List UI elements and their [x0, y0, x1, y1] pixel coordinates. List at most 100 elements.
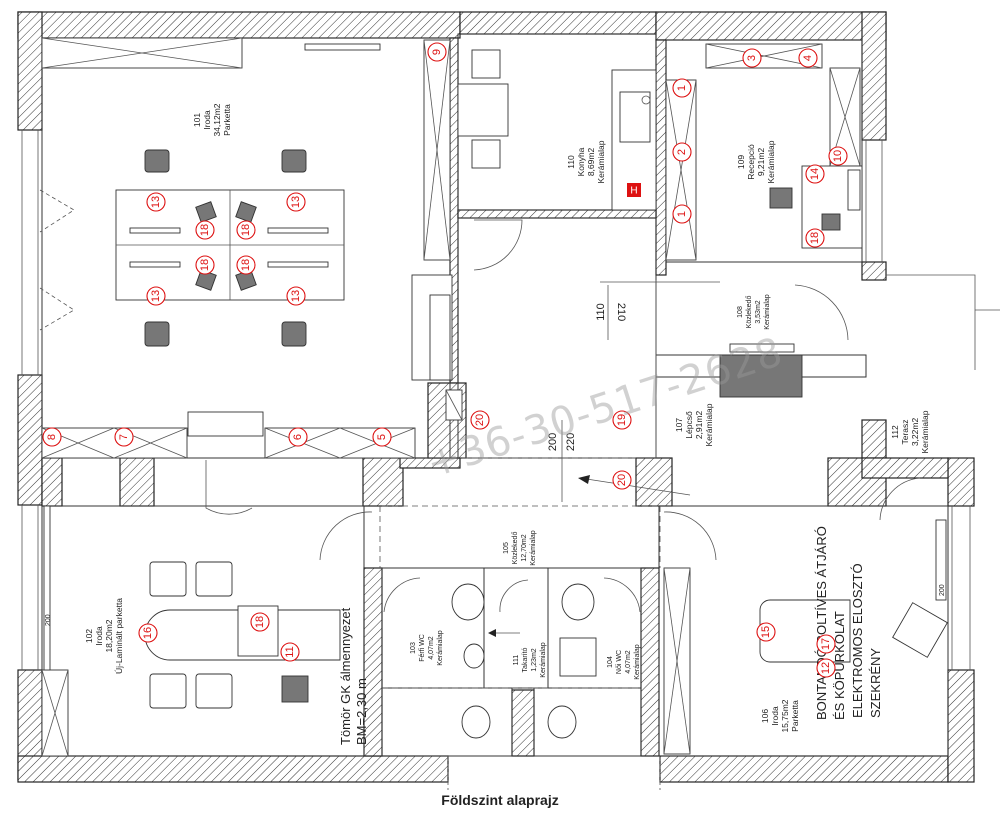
room-103-num: 103 [410, 642, 417, 654]
room-110-area: 8,69m2 [586, 148, 596, 177]
room-109-num: 109 [736, 155, 746, 169]
room-110-floor: Kerámialap [596, 140, 606, 183]
tag-circle-16 [138, 623, 158, 643]
tag-circle-9 [427, 42, 447, 62]
h-mark: H [630, 186, 637, 197]
tag-circle-20 [612, 470, 632, 490]
room-112-name: Terasz [900, 419, 910, 444]
room-105-num: 105 [503, 542, 510, 554]
tag-circle-4 [798, 48, 818, 68]
room-107-floor: Kerámialap [704, 403, 714, 446]
room-110-name: Konyha [576, 147, 586, 176]
tag-circle-10 [828, 146, 848, 166]
room-111-num: 111 [513, 655, 520, 666]
room-103-name: Férfi WC [419, 634, 426, 662]
tag-label-20: 20 [474, 414, 486, 426]
room-101-floor: Parketta [222, 104, 232, 136]
tag-label-14: 14 [809, 168, 821, 180]
room-108-area: 3,53m2 [755, 300, 762, 323]
room-102-area: 18,20m2 [104, 619, 114, 652]
tag-label-15: 15 [760, 626, 772, 638]
room-101-area: 34,12m2 [212, 103, 222, 136]
opening-210: 210 [615, 303, 627, 321]
room-111-area: 1,23m2 [531, 648, 538, 671]
tag-circle-17 [816, 634, 836, 654]
tag-label-9: 9 [431, 49, 443, 55]
walls [17, 11, 975, 783]
electric-note-2: SZEKRÉNY [868, 648, 883, 718]
furniture [41, 37, 948, 757]
tag-circle-7 [114, 427, 134, 447]
tag-label-1: 1 [676, 211, 688, 217]
tag-label-13: 13 [290, 290, 302, 302]
demolish-note-1: BONTANDÓ BOLTÍVES ÁTJÁRÓ [814, 526, 829, 720]
room-107-area: 2,91m2 [694, 411, 704, 440]
tag-circle-19 [612, 410, 632, 430]
room-104-num: 104 [607, 656, 614, 668]
room-106-name: Iroda [770, 706, 780, 726]
tag-circle-18 [236, 220, 256, 240]
room-101-num: 101 [192, 113, 202, 127]
tag-circle-12 [816, 658, 836, 678]
tag-label-18: 18 [199, 259, 211, 271]
arrows [488, 475, 691, 637]
tag-circle-6 [288, 427, 308, 447]
plan-title: Földszint alaprajz [441, 792, 559, 808]
room-103-floor: Kerámialap [437, 630, 444, 666]
room-108-num: 108 [737, 306, 744, 318]
tag-circle-2 [672, 142, 692, 162]
room-106-num: 106 [760, 709, 770, 723]
tag-circle-1 [672, 78, 692, 98]
room-108-name: Közlekedő [746, 296, 753, 329]
tag-label-17: 17 [820, 638, 832, 650]
tag-label-18: 18 [240, 259, 252, 271]
tag-circle-18 [250, 612, 270, 632]
tag-circle-13 [286, 192, 306, 212]
room-101-name: Iroda [202, 110, 212, 130]
radiator-label-106: 200 [939, 584, 946, 596]
tag-circle-5 [372, 427, 392, 447]
room-102-floor: Új-Laminált parketta [114, 598, 124, 674]
opening-200: 200 [547, 433, 559, 451]
room-111-name: Takarító [522, 647, 529, 672]
room-105-floor: Kerámialap [530, 530, 537, 566]
tag-circle-13 [146, 286, 166, 306]
opening-110: 110 [595, 303, 607, 321]
tag-label-2: 2 [676, 149, 688, 155]
room-103-area: 4,07m2 [428, 636, 435, 659]
tag-circle-3 [742, 48, 762, 68]
tag-label-20: 20 [616, 474, 628, 486]
electric-note-1: ELEKTROMOS ELOSZTÓ [850, 563, 865, 718]
doors [39, 189, 921, 613]
tag-label-5: 5 [376, 434, 388, 440]
tag-label-18: 18 [199, 224, 211, 236]
tag-label-18: 18 [809, 232, 821, 244]
room-108-floor: Kerámialap [764, 294, 771, 330]
room-109-floor: Kerámialap [766, 140, 776, 183]
room-104-floor: Kerámialap [634, 644, 641, 680]
tag-circle-1 [672, 204, 692, 224]
tag-circle-8 [42, 427, 62, 447]
tag-label-19: 19 [616, 414, 628, 426]
room-109-name: Recepció [746, 144, 756, 180]
tag-label-6: 6 [292, 434, 304, 440]
room-112-area: 3,22m2 [910, 418, 920, 447]
room-109-area: 9,21m2 [756, 148, 766, 177]
room-outlines [21, 33, 1000, 790]
tag-label-13: 13 [150, 290, 162, 302]
tag-circle-13 [286, 286, 306, 306]
room-102-num: 102 [84, 629, 94, 643]
tag-label-16: 16 [142, 627, 154, 639]
room-102-name: Iroda [94, 626, 104, 646]
room-111-floor: Kerámialap [540, 642, 547, 678]
room-112-num: 112 [890, 425, 900, 439]
tag-label-8: 8 [46, 434, 58, 440]
tag-label-12: 12 [820, 662, 832, 674]
room-105-area: 12,70m2 [521, 534, 528, 561]
tag-label-13: 13 [150, 196, 162, 208]
room-107-num: 107 [674, 418, 684, 432]
tag-label-7: 7 [118, 434, 130, 440]
tag-label-18: 18 [254, 616, 266, 628]
tag-circle-14 [805, 164, 825, 184]
